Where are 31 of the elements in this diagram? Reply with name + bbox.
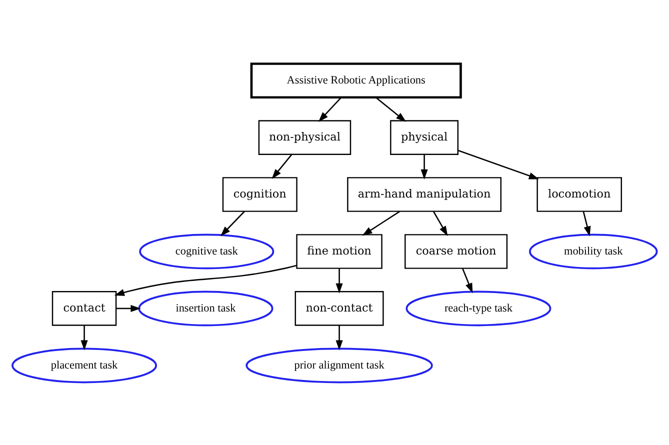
node-box: fine motion [296, 234, 382, 268]
arrow [116, 304, 141, 312]
node-box: physical [390, 120, 459, 154]
node-ellipse: prior alignment task [246, 347, 433, 383]
node-box: contact [52, 290, 117, 326]
arrow [420, 154, 428, 179]
arrow [318, 96, 342, 122]
node-box: cognition [222, 176, 298, 212]
arrow [432, 210, 448, 236]
arrow [462, 268, 473, 293]
node-box: non-physical [258, 120, 352, 154]
arrow [375, 96, 406, 122]
arrow [362, 210, 400, 236]
arrow [220, 210, 245, 236]
node-ellipse: cognitive task [139, 233, 274, 269]
node-box: non-contact [294, 290, 384, 326]
node-ellipse: insertion task [138, 290, 274, 326]
node-ellipse: mobility task [528, 233, 658, 269]
arrow [80, 324, 88, 350]
arrow [336, 268, 343, 293]
arrow [336, 324, 343, 350]
node-ellipse: placement task [12, 347, 158, 383]
arrow [272, 154, 292, 179]
node-box: coarse motion [404, 234, 508, 268]
node-box: locomotion [536, 176, 622, 212]
arrow [582, 210, 591, 236]
arrow [458, 149, 540, 179]
arrow [114, 264, 297, 296]
node-box: arm-hand manipulation [347, 176, 502, 212]
node-box: Assistive Robotic Applications [250, 62, 462, 98]
node-ellipse: reach-type task [406, 290, 552, 326]
